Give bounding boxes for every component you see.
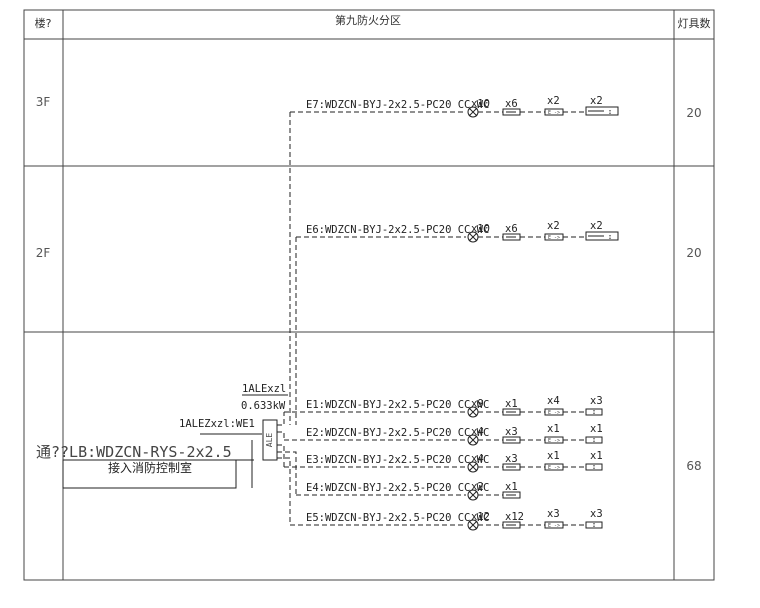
circuit-label: E5:WDZCN-BYJ-2x2.5-PC20 CC WC	[306, 512, 489, 524]
exit-direction-tag: E ->	[548, 523, 560, 529]
floor-indicator-icon	[585, 436, 603, 444]
qty-light: x10	[471, 223, 490, 235]
qty-exit: x3	[505, 453, 518, 465]
fixture-count-1f: 68	[686, 459, 701, 473]
qty-exit: x6	[505, 223, 518, 235]
qty-light: x4	[471, 426, 484, 438]
qty-indicator: x2	[590, 220, 603, 232]
feeder-power: 0.633kW	[241, 400, 286, 412]
panel-circuit-connector	[277, 457, 291, 525]
floor-indicator-icon	[585, 521, 603, 529]
evacuation-indicator-icon	[585, 231, 619, 241]
panel-name: 1ALEZxzl:WE1	[179, 418, 255, 430]
panel-circuit-connector	[277, 451, 297, 495]
exit-direction-tag: E ->	[548, 110, 560, 116]
fixture-count-2f: 20	[686, 246, 701, 260]
circuit-label: E7:WDZCN-BYJ-2x2.5-PC20 CC WC	[306, 99, 489, 111]
circuit-label: E1:WDZCN-BYJ-2x2.5-PC20 CC WC	[306, 399, 489, 411]
qty-light: x12	[471, 511, 490, 523]
indicator-tag: I	[608, 235, 611, 241]
panel-box-label: ALE	[265, 433, 274, 448]
qty-indicator: x1	[590, 423, 603, 435]
floor-label-3f: 3F	[36, 95, 51, 109]
qty-direction-sign: x2	[547, 220, 560, 232]
indicator-tag: I	[608, 110, 611, 116]
qty-indicator: x1	[590, 450, 603, 462]
qty-direction-sign: x1	[547, 450, 560, 462]
qty-exit: x1	[505, 481, 518, 493]
qty-indicator: x3	[590, 395, 603, 407]
floor-indicator-tag: I	[592, 410, 595, 416]
exit-direction-tag: E ->	[548, 465, 560, 471]
floor-indicator-icon	[585, 408, 603, 416]
floor-column-header: 楼?	[35, 16, 52, 30]
light-cross-b	[468, 520, 478, 530]
exit-direction-tag: E ->	[548, 438, 560, 444]
qty-exit: x3	[505, 426, 518, 438]
count-column-header: 灯具数	[678, 17, 711, 30]
distribution-panel: ALE 1ALExzl 0.633kW 1ALEZxzl:WE1	[179, 383, 288, 488]
fire-control-cable-label: 通??LB:WDZCN-RYS-2x2.5	[36, 443, 232, 461]
circuit-label: E4:WDZCN-BYJ-2x2.5-PC20 CC WC	[306, 482, 489, 494]
qty-light: x4	[471, 453, 484, 465]
floor-indicator-icon	[585, 463, 603, 471]
exit-sign-icon	[502, 491, 521, 499]
qty-direction-sign: x3	[547, 508, 560, 520]
riser-lines	[289, 112, 297, 425]
fire-control-room-label: 接入消防控制室	[108, 460, 192, 475]
qty-light: x2	[471, 481, 484, 493]
circuit-label: E6:WDZCN-BYJ-2x2.5-PC20 CC WC	[306, 224, 489, 236]
light-cross-b	[468, 107, 478, 117]
floor-label-2f: 2F	[36, 246, 51, 260]
qty-light: x9	[471, 398, 484, 410]
zone-column-header: 第九防火分区	[335, 13, 401, 27]
light-cross-b	[468, 462, 478, 472]
qty-direction-sign: x4	[547, 395, 560, 407]
qty-exit: x1	[505, 398, 518, 410]
panel-circuit-connector	[277, 412, 285, 426]
qty-direction-sign: x2	[547, 95, 560, 107]
floor-indicator-tag: I	[592, 465, 595, 471]
qty-light: x10	[471, 98, 490, 110]
panel-circuit-connector	[277, 444, 285, 467]
floor-indicator-tag: I	[592, 438, 595, 444]
exit-direction-tag: E ->	[548, 235, 560, 241]
light-cross-b	[468, 490, 478, 500]
light-cross-b	[468, 435, 478, 445]
fixture-count-3f: 20	[686, 106, 701, 120]
qty-exit: x6	[505, 98, 518, 110]
panel-box	[262, 419, 278, 461]
circuit-label: E2:WDZCN-BYJ-2x2.5-PC20 CC WC	[306, 427, 489, 439]
qty-indicator: x2	[590, 95, 603, 107]
qty-direction-sign: x1	[547, 423, 560, 435]
floor-indicator-tag: I	[592, 523, 595, 529]
qty-indicator: x3	[590, 508, 603, 520]
evacuation-indicator-icon	[585, 106, 619, 116]
exit-direction-tag: E ->	[548, 410, 560, 416]
qty-exit: x12	[505, 511, 524, 523]
circuit-label: E3:WDZCN-BYJ-2x2.5-PC20 CC WC	[306, 454, 489, 466]
panel-circuit-connector	[277, 431, 285, 440]
light-cross-b	[468, 407, 478, 417]
light-cross-b	[468, 232, 478, 242]
feeder-name: 1ALExzl	[242, 383, 286, 395]
